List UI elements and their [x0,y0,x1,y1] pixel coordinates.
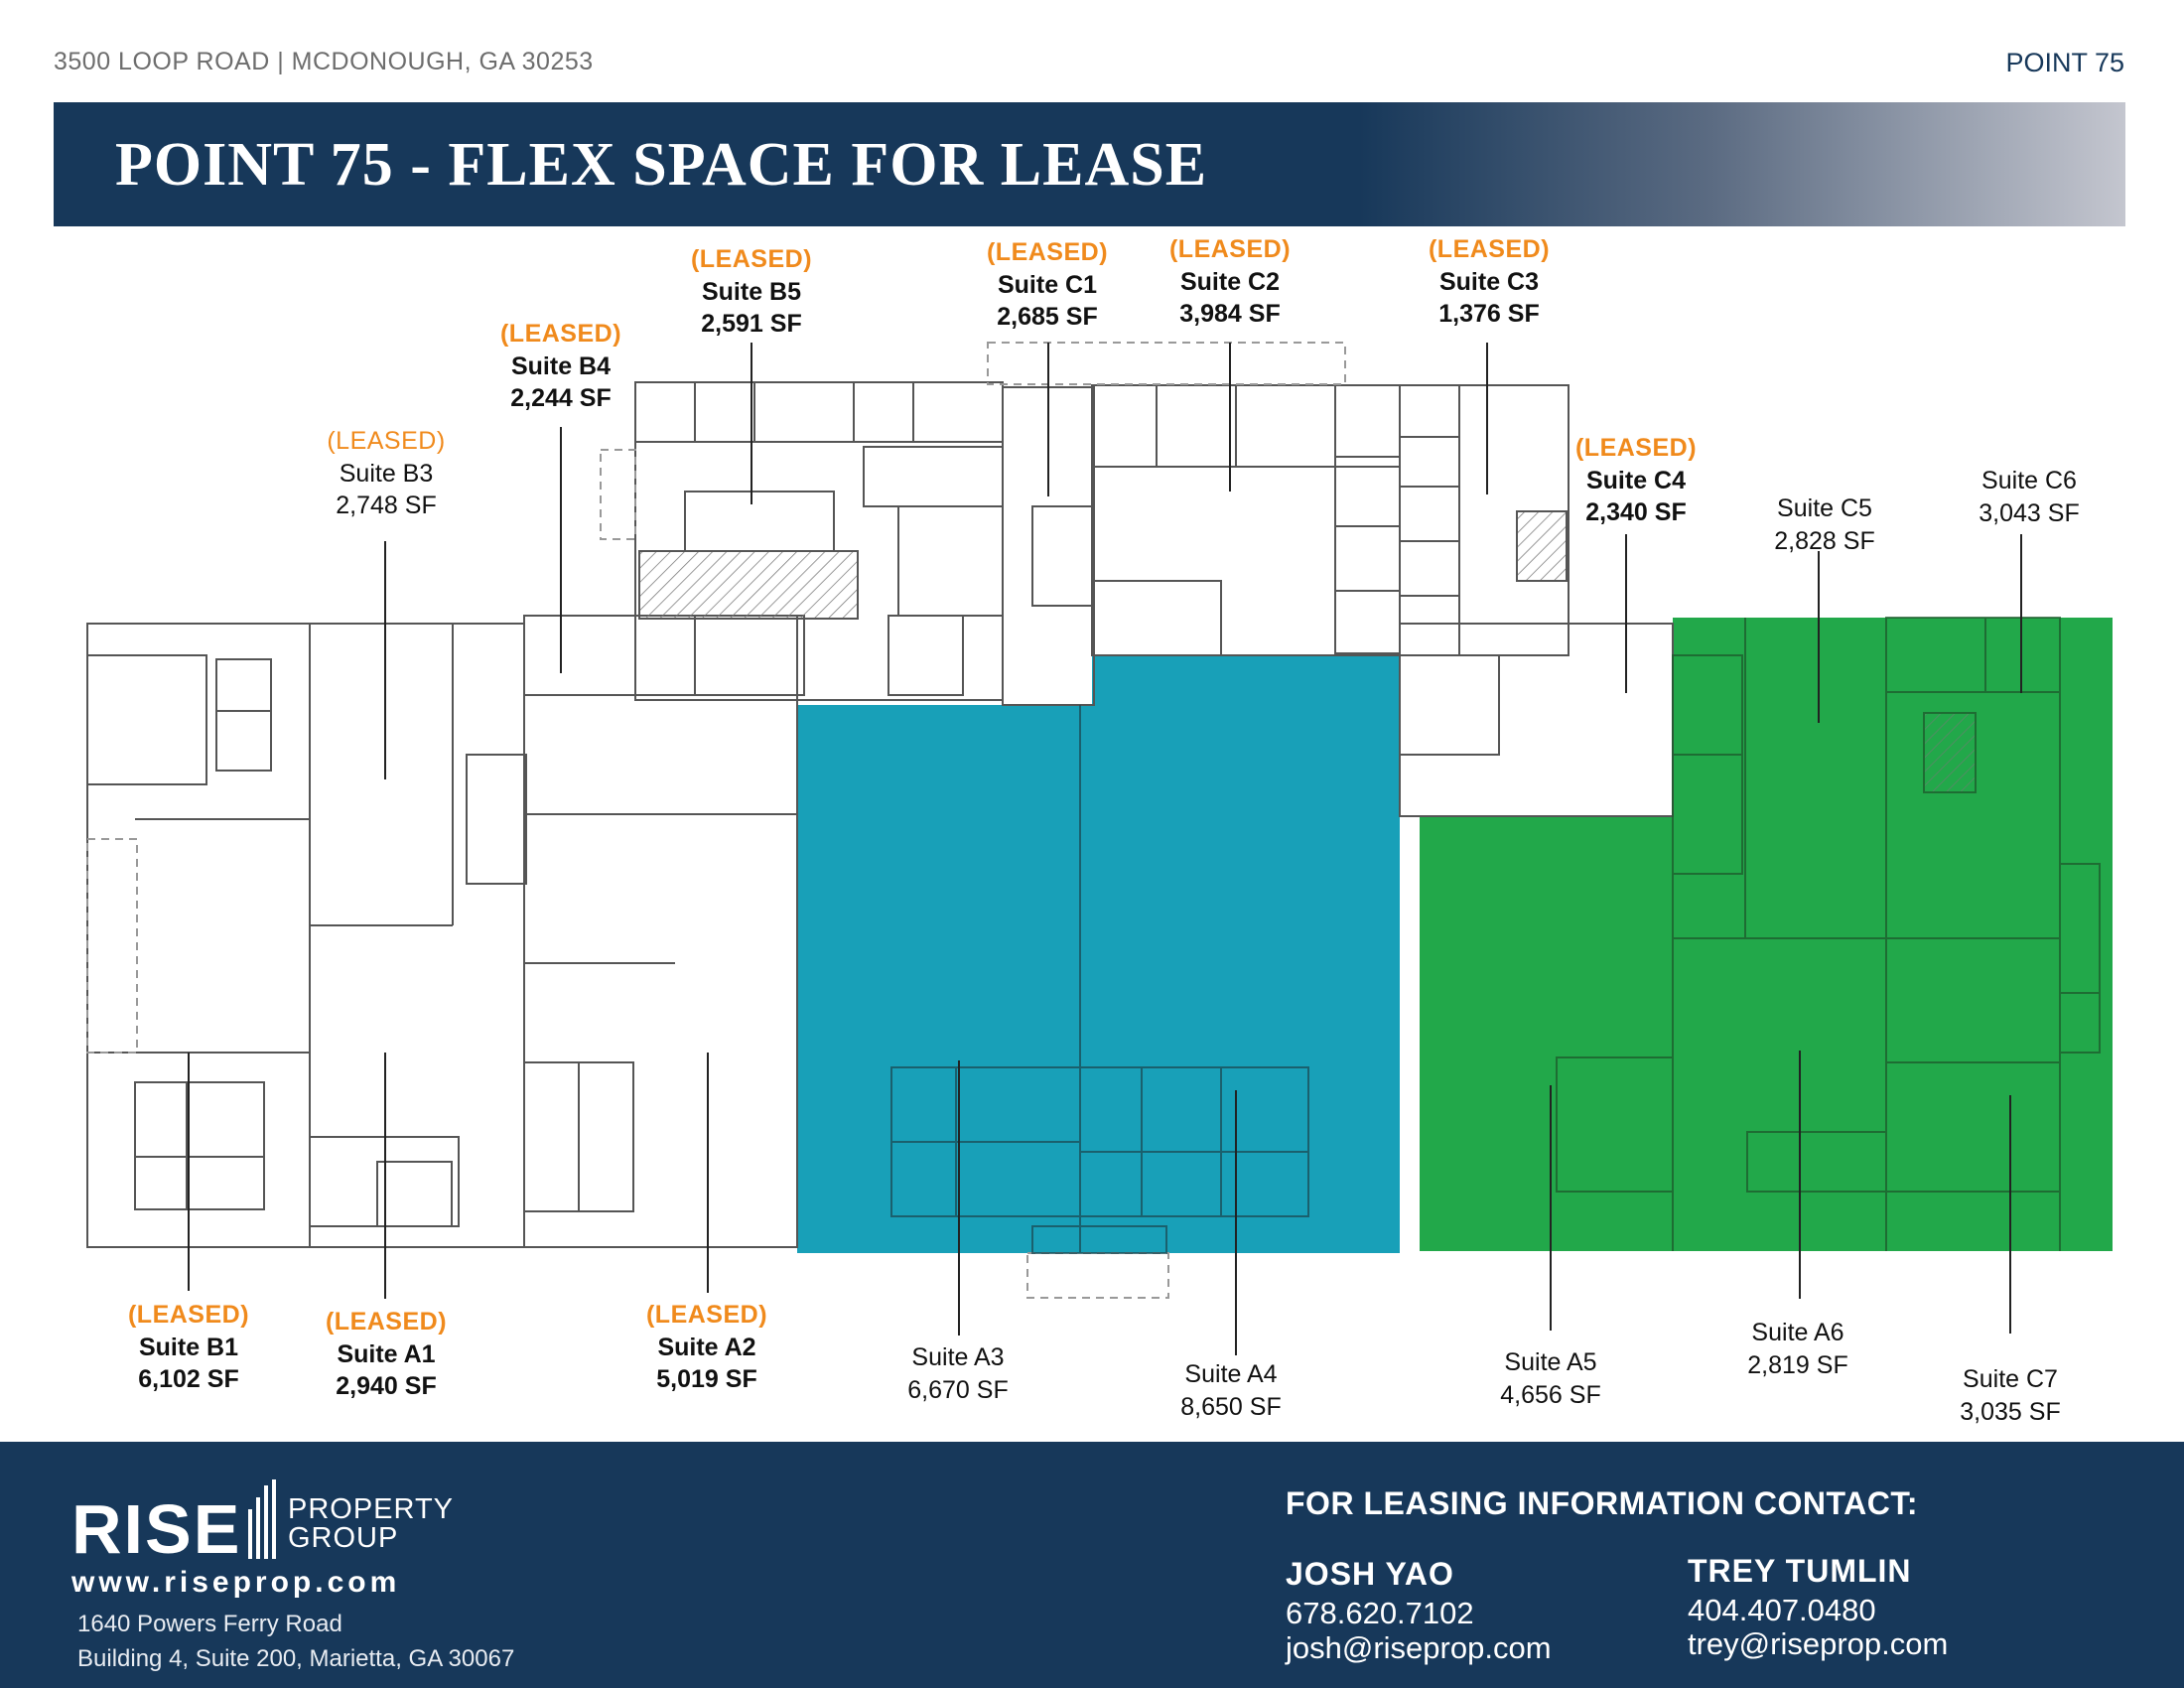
suite-name: Suite C6 [1981,467,2077,494]
office-address-line-1: 1640 Powers Ferry Road [77,1611,342,1637]
title-banner: POINT 75 - FLEX SPACE FOR LEASE [54,102,2125,226]
suite-name: Suite C7 [1963,1365,2058,1393]
suite-a3-fill[interactable] [797,705,1080,1253]
suite-label-c6[interactable]: Suite C6 3,043 SF [1979,465,2079,529]
office-address-line-2: Building 4, Suite 200, Marietta, GA 3006… [77,1645,515,1672]
suite-name: Suite C2 [1179,267,1281,296]
suite-label-c5[interactable]: Suite C5 2,828 SF [1774,492,1874,557]
suite-label-a3[interactable]: Suite A3 6,670 SF [907,1341,1008,1406]
suite-area: 3,035 SF [1960,1397,2061,1426]
floor-plan [86,342,2113,1355]
suite-status: (LEASED) [327,427,446,455]
suite-area: 3,043 SF [1979,498,2080,527]
contact-name-2: TREY TUMLIN [1688,1553,1912,1589]
suite-status: (LEASED) [1168,235,1292,263]
suite-status: (LEASED) [645,1301,768,1329]
suite-label-a4[interactable]: Suite A4 8,650 SF [1180,1358,1281,1423]
logo-building-icon [248,1479,276,1559]
logo-line-2: GROUP [288,1522,399,1554]
suite-area: 2,591 SF [701,310,802,338]
suite-area: 2,685 SF [997,303,1098,331]
contact-phone-1[interactable]: 678.620.7102 [1286,1596,1474,1630]
logo-subtitle: PROPERTY GROUP [288,1495,454,1553]
property-brand: POINT 75 [2005,48,2124,77]
suite-area: 2,748 SF [336,492,437,519]
suite-status: (LEASED) [499,320,622,348]
suite-name: Suite A6 [1751,1319,1844,1346]
suite-status: (LEASED) [986,238,1109,266]
suite-name: Suite C1 [997,270,1098,299]
suite-label-a2[interactable]: (LEASED) Suite A2 5,019 SF [646,1299,767,1396]
suite-area: 8,650 SF [1180,1392,1282,1421]
suite-name: Suite B3 [339,459,434,488]
footer: RISE PROPERTY GROUP www.riseprop.com 164… [0,1442,2184,1688]
suite-status: (LEASED) [1574,434,1698,462]
suite-a4-fill[interactable] [1080,655,1400,1253]
suite-status: (LEASED) [325,1308,448,1336]
suite-label-c3[interactable]: (LEASED) Suite C3 1,376 SF [1429,233,1550,331]
suite-label-a5[interactable]: Suite A5 4,656 SF [1500,1346,1600,1411]
suite-label-a6[interactable]: Suite A6 2,819 SF [1747,1317,1847,1381]
property-address: 3500 LOOP ROAD | MCDONOUGH, GA 30253 [54,48,594,75]
contact-name-1: JOSH YAO [1286,1556,1454,1592]
suite-label-b4[interactable]: (LEASED) Suite B4 2,244 SF [500,318,621,415]
suite-area: 6,102 SF [138,1365,239,1393]
suite-name: Suite A3 [911,1343,1005,1371]
suite-label-b1[interactable]: (LEASED) Suite B1 6,102 SF [128,1299,249,1396]
logo-wordmark: RISE [71,1490,242,1568]
suite-area: 1,376 SF [1438,300,1540,328]
suite-label-b3[interactable]: (LEASED) Suite B3 2,748 SF [327,425,445,522]
suite-name: Suite A4 [1184,1360,1278,1388]
suite-name: Suite B5 [701,277,802,306]
building-center-west-outline [523,615,798,1248]
suite-name: Suite C5 [1777,494,1872,522]
building-c2-outline [1091,384,1401,656]
suite-area: 2,940 SF [336,1372,437,1400]
suite-area: 2,828 SF [1774,526,1875,555]
suite-label-c4[interactable]: (LEASED) Suite C4 2,340 SF [1575,432,1697,529]
suite-name: Suite B1 [138,1333,239,1361]
suite-name: Suite A1 [337,1339,436,1368]
suite-label-c1[interactable]: (LEASED) Suite C1 2,685 SF [987,236,1108,334]
suite-name: Suite A2 [657,1333,756,1361]
suite-name: Suite B4 [510,352,612,380]
suite-name: Suite C4 [1585,466,1687,494]
contact-email-2[interactable]: trey@riseprop.com [1688,1626,1949,1661]
suite-label-a1[interactable]: (LEASED) Suite A1 2,940 SF [326,1306,447,1403]
suite-area: 5,019 SF [656,1365,757,1393]
suite-area: 4,656 SF [1500,1380,1601,1409]
logo-line-1: PROPERTY [288,1493,455,1525]
contact-email-1[interactable]: josh@riseprop.com [1286,1630,1552,1665]
contact-heading: FOR LEASING INFORMATION CONTACT: [1286,1485,1918,1521]
website-link[interactable]: www.riseprop.com [71,1566,401,1599]
suite-status: (LEASED) [127,1301,250,1329]
suite-area: 2,819 SF [1747,1350,1848,1379]
suite-green-fill[interactable] [1420,618,2113,1251]
suite-area: 2,340 SF [1585,498,1687,526]
suite-area: 6,670 SF [907,1375,1009,1404]
building-north-wing-outline [634,381,1004,701]
contact-phone-2[interactable]: 404.407.0480 [1688,1593,1876,1627]
suite-status: (LEASED) [1428,235,1551,263]
suite-c4-outline [1399,623,1674,817]
suite-status: (LEASED) [690,245,813,273]
page-title: POINT 75 - FLEX SPACE FOR LEASE [115,131,1208,199]
suite-label-c2[interactable]: (LEASED) Suite C2 3,984 SF [1169,233,1291,331]
suite-area: 2,244 SF [510,384,612,412]
suite-area: 3,984 SF [1179,300,1281,328]
suite-label-c7[interactable]: Suite C7 3,035 SF [1960,1363,2060,1428]
suite-name: Suite C3 [1438,267,1540,296]
suite-label-b5[interactable]: (LEASED) Suite B5 2,591 SF [691,243,812,341]
suite-name: Suite A5 [1504,1348,1597,1376]
